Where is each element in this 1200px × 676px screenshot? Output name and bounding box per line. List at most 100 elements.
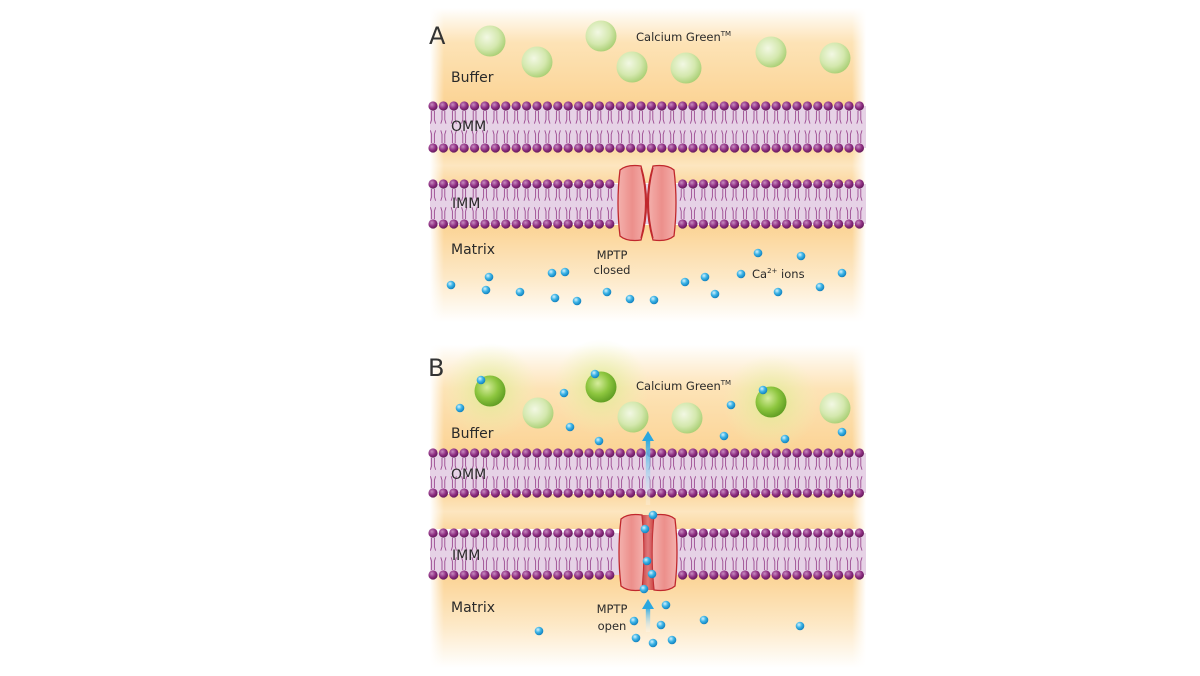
lipid-tail — [637, 130, 645, 143]
lipid-tail — [502, 538, 509, 551]
lipid-head — [750, 143, 761, 153]
lipid-tail — [773, 476, 780, 488]
panel-a-matrix-region — [430, 225, 866, 322]
lipid-tail — [689, 189, 697, 201]
lipid-head — [574, 448, 584, 458]
lipid-tail — [679, 130, 686, 143]
lipid-tail — [471, 130, 478, 143]
lipid-head — [574, 101, 584, 111]
panel-b-calcium-green-dye — [585, 371, 617, 403]
lipid-tail — [793, 538, 801, 551]
lipid-tail — [617, 130, 624, 143]
lipid-tail — [721, 130, 728, 143]
lipid-tail — [804, 111, 811, 124]
lipid-tail — [471, 557, 478, 570]
lipid-tail — [544, 189, 551, 201]
panel-b-calcium-ion — [647, 569, 657, 579]
lipid-tail — [721, 207, 728, 219]
lipid-head — [761, 179, 771, 189]
lipid-head — [636, 488, 646, 498]
panel-b-mptp-pore-left-half — [618, 513, 645, 592]
lipid-head — [792, 143, 802, 153]
lipid-tail — [804, 130, 811, 143]
lipid-tail — [762, 458, 769, 470]
lipid-head — [480, 101, 490, 111]
lipid-tail — [492, 538, 499, 551]
lipid-head — [584, 448, 594, 458]
lipid-tail — [617, 458, 624, 470]
lipid-tail — [575, 189, 582, 201]
lipid-head — [678, 570, 688, 580]
lipid-tail — [669, 458, 676, 470]
lipid-head — [511, 219, 521, 229]
panel-b-dye-tm: TM — [720, 379, 731, 387]
lipid-tail — [679, 458, 686, 470]
lipid-tail — [554, 557, 561, 570]
panel-b-efflux-arrow-lower — [642, 599, 654, 632]
lipid-tail — [585, 189, 593, 201]
lipid-tail — [669, 130, 676, 143]
panel-b-calcium-ion — [726, 400, 736, 410]
lipid-head — [501, 448, 511, 458]
lipid-head — [792, 448, 802, 458]
lipid-head — [834, 219, 844, 229]
lipid-head — [709, 101, 719, 111]
lipid-tail — [461, 476, 468, 488]
lipid-tail — [492, 476, 499, 488]
lipid-tail — [523, 207, 530, 219]
lipid-head — [428, 528, 438, 538]
lipid-tail — [804, 538, 811, 551]
lipid-tail — [481, 476, 489, 488]
lipid-head — [542, 570, 553, 580]
panel-b-calcium-ion — [667, 635, 677, 645]
lipid-tail — [814, 130, 821, 143]
lipid-head — [480, 448, 490, 458]
lipid-head — [698, 448, 709, 458]
panel-a-calcium-ion — [649, 295, 659, 305]
lipid-head — [438, 448, 448, 458]
panel-b-calcium-ion — [534, 626, 544, 636]
lipid-tail — [783, 458, 790, 470]
lipid-tail — [585, 207, 593, 219]
lipid-head — [771, 570, 781, 580]
lipid-tail — [752, 130, 759, 143]
lipid-head — [511, 179, 521, 189]
panel-a-mptp-pore-seam-left — [640, 167, 647, 239]
lipid-head — [459, 101, 469, 111]
lipid-tail — [845, 476, 853, 488]
panel-b-calcium-ion — [455, 403, 465, 413]
lipid-tail — [679, 111, 686, 124]
lipid-head — [740, 488, 750, 498]
lipid-head — [678, 528, 688, 538]
lipid-head — [511, 143, 521, 153]
lipid-tail — [793, 130, 801, 143]
panel-a-calcium-ion — [796, 251, 806, 261]
lipid-head — [782, 448, 792, 458]
lipid-head — [542, 179, 553, 189]
lipid-head — [490, 528, 500, 538]
lipid-head — [740, 143, 750, 153]
lipid-head — [490, 488, 500, 498]
panel-a-calcium-green-dye — [585, 20, 617, 52]
panel-a-calcium-ion — [700, 272, 710, 282]
panel-a-omm-label: OMM — [451, 119, 486, 135]
lipid-head — [802, 488, 813, 498]
lipid-head — [626, 143, 636, 153]
lipid-head — [792, 179, 802, 189]
lipid-tail — [429, 130, 437, 143]
lipid-tail — [835, 207, 842, 219]
lipid-head — [501, 488, 511, 498]
lipid-tail — [596, 538, 603, 551]
lipid-tail — [481, 458, 489, 470]
lipid-head — [522, 570, 532, 580]
lipid-tail — [856, 207, 863, 219]
lipid-head — [688, 488, 698, 498]
lipid-tail — [648, 111, 655, 124]
lipid-head — [698, 528, 709, 538]
panel-a-calcium-ion — [572, 296, 582, 306]
lipid-tail — [731, 538, 738, 551]
lipid-head — [792, 101, 802, 111]
lipid-head — [802, 101, 813, 111]
panel-b-calcium-ion — [640, 524, 650, 534]
